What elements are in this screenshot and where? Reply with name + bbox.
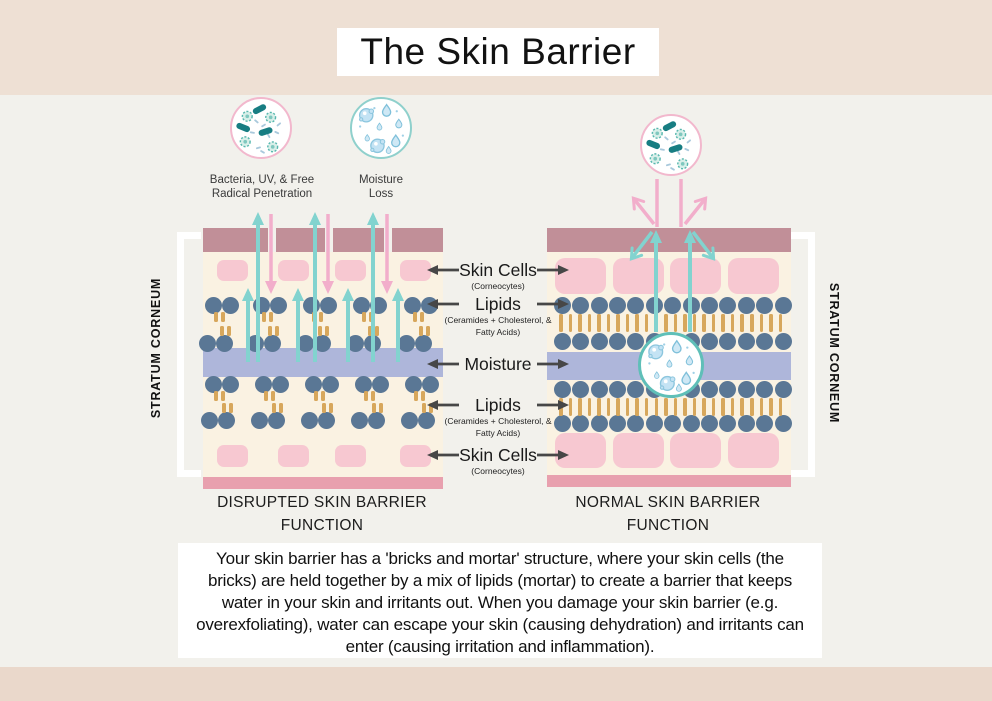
bacteria-deflect-arrow <box>631 196 656 226</box>
skin-cell <box>335 260 366 281</box>
droplet-glyphs <box>648 339 695 392</box>
disrupted-title-line2: FUNCTION <box>280 517 364 534</box>
droplet-glyphs <box>358 103 404 154</box>
bacteria-glyphs <box>646 121 691 171</box>
disrupted-skin-diagram <box>203 228 443 489</box>
title-box: The Skin Barrier <box>337 28 659 76</box>
surface-bar-segment <box>203 228 268 252</box>
moisture-layer <box>203 348 443 377</box>
skin-cell <box>335 445 366 467</box>
right-bracket <box>791 232 815 477</box>
disrupted-title: DISRUPTED SKIN BARRIER FUNCTION <box>212 491 432 537</box>
bacteria-label: Bacteria, UV, & Free Radical Penetration <box>182 173 342 201</box>
skin-cell <box>555 433 606 468</box>
moisture-label-line1: Moisture <box>358 174 404 186</box>
skin-cell <box>555 258 606 294</box>
skin-cell <box>727 258 779 294</box>
bacteria-deflect-arrow <box>683 196 708 226</box>
skin-cell <box>670 433 721 468</box>
skin-cell <box>217 445 248 467</box>
bottom-band <box>0 667 992 701</box>
normal-title-line2: FUNCTION <box>626 517 710 534</box>
moisture-loss-label: Moisture Loss <box>341 173 421 201</box>
skin-cell <box>217 260 248 281</box>
skin-cell <box>670 258 721 294</box>
disrupted-title-line1: DISRUPTED SKIN BARRIER <box>217 494 427 511</box>
stratum-corneum-label-right: STRATUM CORNEUM <box>827 282 841 424</box>
normal-title-line1: NORMAL SKIN BARRIER <box>575 494 761 511</box>
skin-cell <box>400 445 431 467</box>
bacteria-glyphs <box>236 104 281 154</box>
skin-cell <box>400 260 431 281</box>
bacteria-label-line1: Bacteria, UV, & Free <box>209 174 315 186</box>
skin-cell <box>612 258 664 294</box>
retained-moisture-icon <box>638 332 704 398</box>
bacteria-icon <box>230 97 292 159</box>
surface-bar <box>547 228 791 252</box>
skin-cell <box>278 260 309 281</box>
skin-cell <box>612 433 664 468</box>
bacteria-label-line2: Radical Penetration <box>211 188 313 200</box>
stratum-corneum-label-left: STRATUM CORNEUM <box>149 277 163 419</box>
normal-title: NORMAL SKIN BARRIER FUNCTION <box>558 491 778 537</box>
description-text: Your skin barrier has a 'bricks and mort… <box>196 549 804 656</box>
droplets-icon <box>350 97 412 159</box>
base-bar <box>203 477 443 489</box>
moisture-label-line2: Loss <box>368 188 394 200</box>
left-bracket <box>177 232 201 477</box>
surface-bar-segment <box>276 228 325 252</box>
surface-bar-segment <box>392 228 443 252</box>
base-bar <box>547 475 791 487</box>
surface-bar-segment <box>333 228 384 252</box>
description-box: Your skin barrier has a 'bricks and mort… <box>178 543 822 658</box>
bacteria-icon <box>640 114 702 176</box>
page-title: The Skin Barrier <box>360 31 636 72</box>
skin-cell <box>278 445 309 467</box>
skin-cell <box>727 433 779 468</box>
